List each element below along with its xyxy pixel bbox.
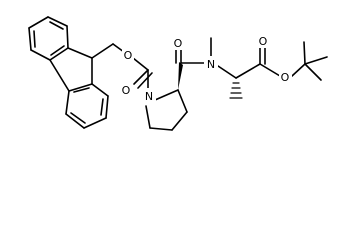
svg-text:O: O (122, 84, 131, 97)
alanine-ester (229, 41, 328, 99)
stereo-wedge-bond (178, 62, 183, 90)
proline-ring (145, 89, 188, 131)
atom-o-carbonyl-amide: O (172, 36, 184, 50)
atom-o-ester-fmoc: O (122, 48, 134, 62)
fmoc-linker (91, 43, 153, 89)
atom-o-carbonyl-ester: O (257, 34, 269, 48)
atom-n-proline: N (143, 88, 156, 103)
fluorenyl-group (28, 16, 109, 129)
atom-o-ester-tbu: O (279, 70, 292, 84)
atom-n-methyl: N (204, 56, 218, 71)
svg-text:N: N (207, 58, 215, 71)
amide-group (175, 37, 237, 90)
svg-text:O: O (124, 49, 133, 62)
atom-labels: O O N O N O O (120, 34, 292, 103)
atom-o-carbonyl-fmoc: O (120, 83, 132, 97)
svg-text:O: O (174, 37, 183, 50)
svg-text:O: O (259, 35, 268, 48)
svg-text:O: O (281, 71, 290, 84)
chemical-structure: O O N O N O O (28, 16, 328, 131)
stereo-hash-bond (229, 82, 243, 99)
svg-text:N: N (145, 90, 153, 103)
